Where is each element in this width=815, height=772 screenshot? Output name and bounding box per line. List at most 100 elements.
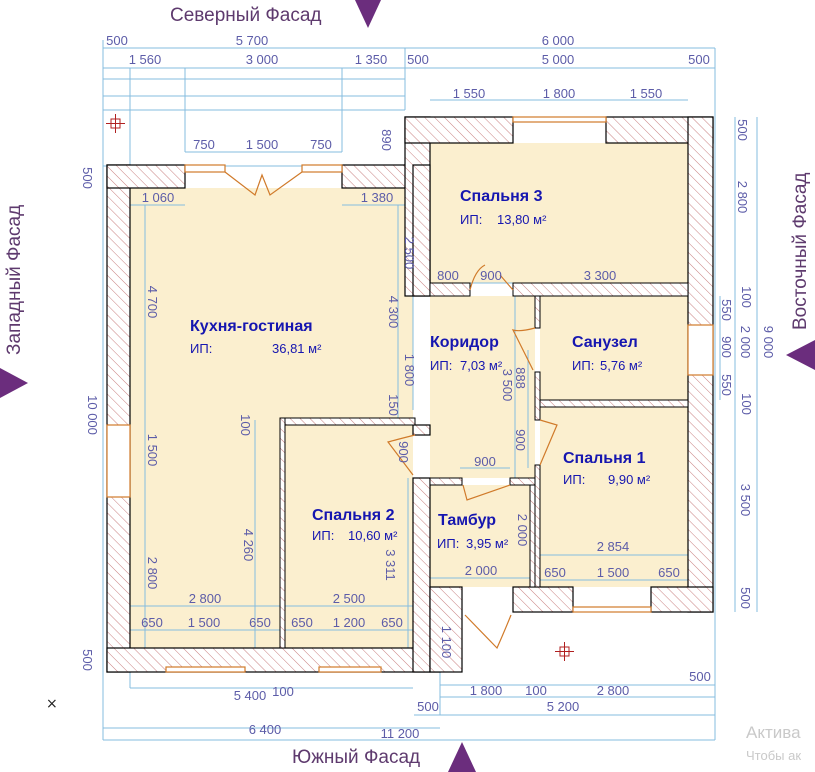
close-icon[interactable]: × [46, 696, 58, 712]
room-area: 7,03 м² [460, 358, 503, 373]
west-facade-arrow-icon [0, 368, 28, 398]
crosshair-icon [106, 114, 125, 133]
dimension-label: 150 [386, 394, 401, 416]
floor-bedroom-3 [430, 143, 688, 283]
door-swing [511, 327, 536, 371]
room-area: 3,95 м² [466, 536, 509, 551]
dimension-label: 1 350 [355, 52, 388, 67]
dimension-label: 888 [513, 367, 528, 389]
dimension-label: 3 500 [500, 369, 515, 402]
room-name: Кухня-гостиная [190, 318, 313, 335]
dimension-label: 500 [417, 699, 439, 714]
window [184, 164, 226, 173]
dimension-label: 2 800 [597, 683, 630, 698]
dimension-label: 500 [407, 52, 429, 67]
room-label-bedroom-3: Спальня 3 ИП: 13,80 м² [460, 188, 547, 227]
dimension-label: 4 700 [145, 286, 160, 319]
dimension-label: 500 [80, 649, 95, 671]
windows [106, 116, 714, 673]
room-name: Тамбур [438, 512, 496, 529]
dimension-label: 500 [689, 669, 711, 684]
dimension-label: 650 [249, 615, 271, 630]
dimension-label: 1 500 [188, 615, 221, 630]
crosshair-icon [555, 642, 574, 661]
area-prefix: ИП: [572, 358, 594, 373]
window [106, 424, 131, 498]
window [512, 116, 607, 123]
dimension-label: 900 [513, 429, 528, 451]
dimension-label: 2 000 [515, 514, 530, 547]
dimension-label: 100 [238, 414, 253, 436]
dimension-label: 1 500 [246, 137, 279, 152]
dimension-label: 1 800 [402, 354, 417, 387]
door-swing [469, 264, 514, 291]
dimension-label: 500 [688, 52, 710, 67]
dimension-label: 5 000 [542, 52, 575, 67]
window [687, 324, 714, 376]
dimension-label: 11 200 [381, 726, 420, 741]
dimension-label: 2 500 [402, 237, 417, 270]
dimension-label: 100 [525, 683, 547, 698]
room-area: 9,90 м² [608, 472, 651, 487]
room-name: Спальня 3 [460, 188, 543, 205]
dimension-label: 2 000 [738, 326, 753, 359]
dimension-label: 2 500 [333, 591, 366, 606]
west-facade-label: Западный Фасад [4, 205, 25, 355]
dimension-label: 3 000 [246, 52, 279, 67]
dimension-label: 750 [193, 137, 215, 152]
dimension-label: 500 [80, 167, 95, 189]
area-prefix: ИП: [312, 528, 334, 543]
dimension-label: 2 854 [597, 539, 630, 554]
window [165, 666, 246, 673]
east-facade-arrow-icon [786, 340, 815, 370]
doors [224, 171, 558, 650]
watermark-line-2: Чтобы ак [746, 748, 801, 763]
dimension-label: 9 000 [761, 326, 776, 359]
area-prefix: ИП: [437, 536, 459, 551]
room-area: 36,81 м² [272, 341, 322, 356]
dimension-label: 550 [719, 299, 734, 321]
dimension-label: 1 500 [145, 434, 160, 467]
dimension-label: 100 [739, 286, 754, 308]
area-prefix: ИП: [563, 472, 585, 487]
watermark-line-1: Актива [746, 723, 801, 742]
dimension-label: 1 060 [142, 190, 175, 205]
dimension-label: 900 [719, 336, 734, 358]
north-facade-arrow-icon [355, 0, 381, 28]
dimension-label: 2 800 [735, 181, 750, 214]
dimension-label: 550 [719, 374, 734, 396]
dimension-label: 5 400 [234, 688, 267, 703]
dimension-label: 5 200 [547, 699, 580, 714]
room-name: Спальня 1 [563, 450, 646, 467]
dimension-label: 100 [739, 393, 754, 415]
survey-markers [106, 114, 574, 661]
floor-vestibule [430, 485, 530, 587]
dimension-label: 500 [738, 587, 753, 609]
south-facade-arrow-icon [448, 742, 476, 772]
area-prefix: ИП: [460, 212, 482, 227]
room-name: Санузел [572, 334, 638, 351]
dimension-label: 900 [474, 454, 496, 469]
dimension-label: 900 [480, 268, 502, 283]
dimension-label: 1 380 [361, 190, 394, 205]
dimension-label: 500 [106, 33, 128, 48]
dimension-label: 800 [437, 268, 459, 283]
dimension-label: 650 [141, 615, 163, 630]
room-label-bedroom-2: Спальня 2 ИП: 10,60 м² [312, 507, 398, 543]
dimension-label: 3 500 [738, 484, 753, 517]
window [572, 606, 652, 613]
dimension-label: 1 560 [129, 52, 162, 67]
room-label-vestibule: Тамбур ИП: 3,95 м² [437, 512, 509, 551]
dimension-label: 5 700 [236, 33, 269, 48]
door-swing [224, 171, 303, 196]
dimension-label: 1 800 [543, 86, 576, 101]
east-facade-label: Восточный Фасад [790, 173, 811, 330]
south-facade-label: Южный Фасад [292, 747, 420, 768]
floor-opening [413, 296, 430, 414]
dimension-label: 650 [291, 615, 313, 630]
door-swing [464, 614, 512, 650]
room-name: Спальня 2 [312, 507, 395, 524]
dimension-label: 1 550 [630, 86, 663, 101]
